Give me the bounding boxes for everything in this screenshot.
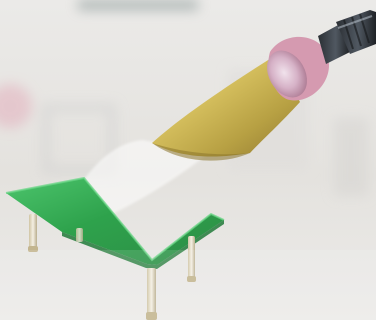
background-top-bar [78,0,198,10]
bottom-haze [0,250,376,320]
table-leg-middle [76,228,83,242]
background-frame-right [334,118,368,196]
